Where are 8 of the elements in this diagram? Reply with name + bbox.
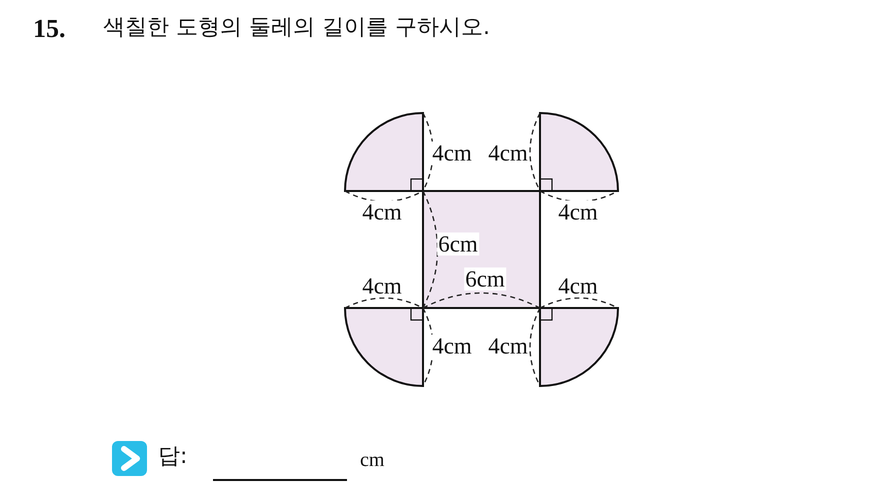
question-text: 색칠한 도형의 둘레의 길이를 구하시오. <box>103 17 490 39</box>
dimension-label: 4cm <box>431 142 473 164</box>
answer-label: 답: <box>158 446 188 468</box>
dimension-label: 4cm <box>431 334 473 358</box>
dimension-label: 6cm <box>464 268 506 290</box>
unit-label: cm <box>360 450 384 470</box>
question-number: 15. <box>33 16 66 42</box>
dimension-label: 6cm <box>437 232 479 256</box>
